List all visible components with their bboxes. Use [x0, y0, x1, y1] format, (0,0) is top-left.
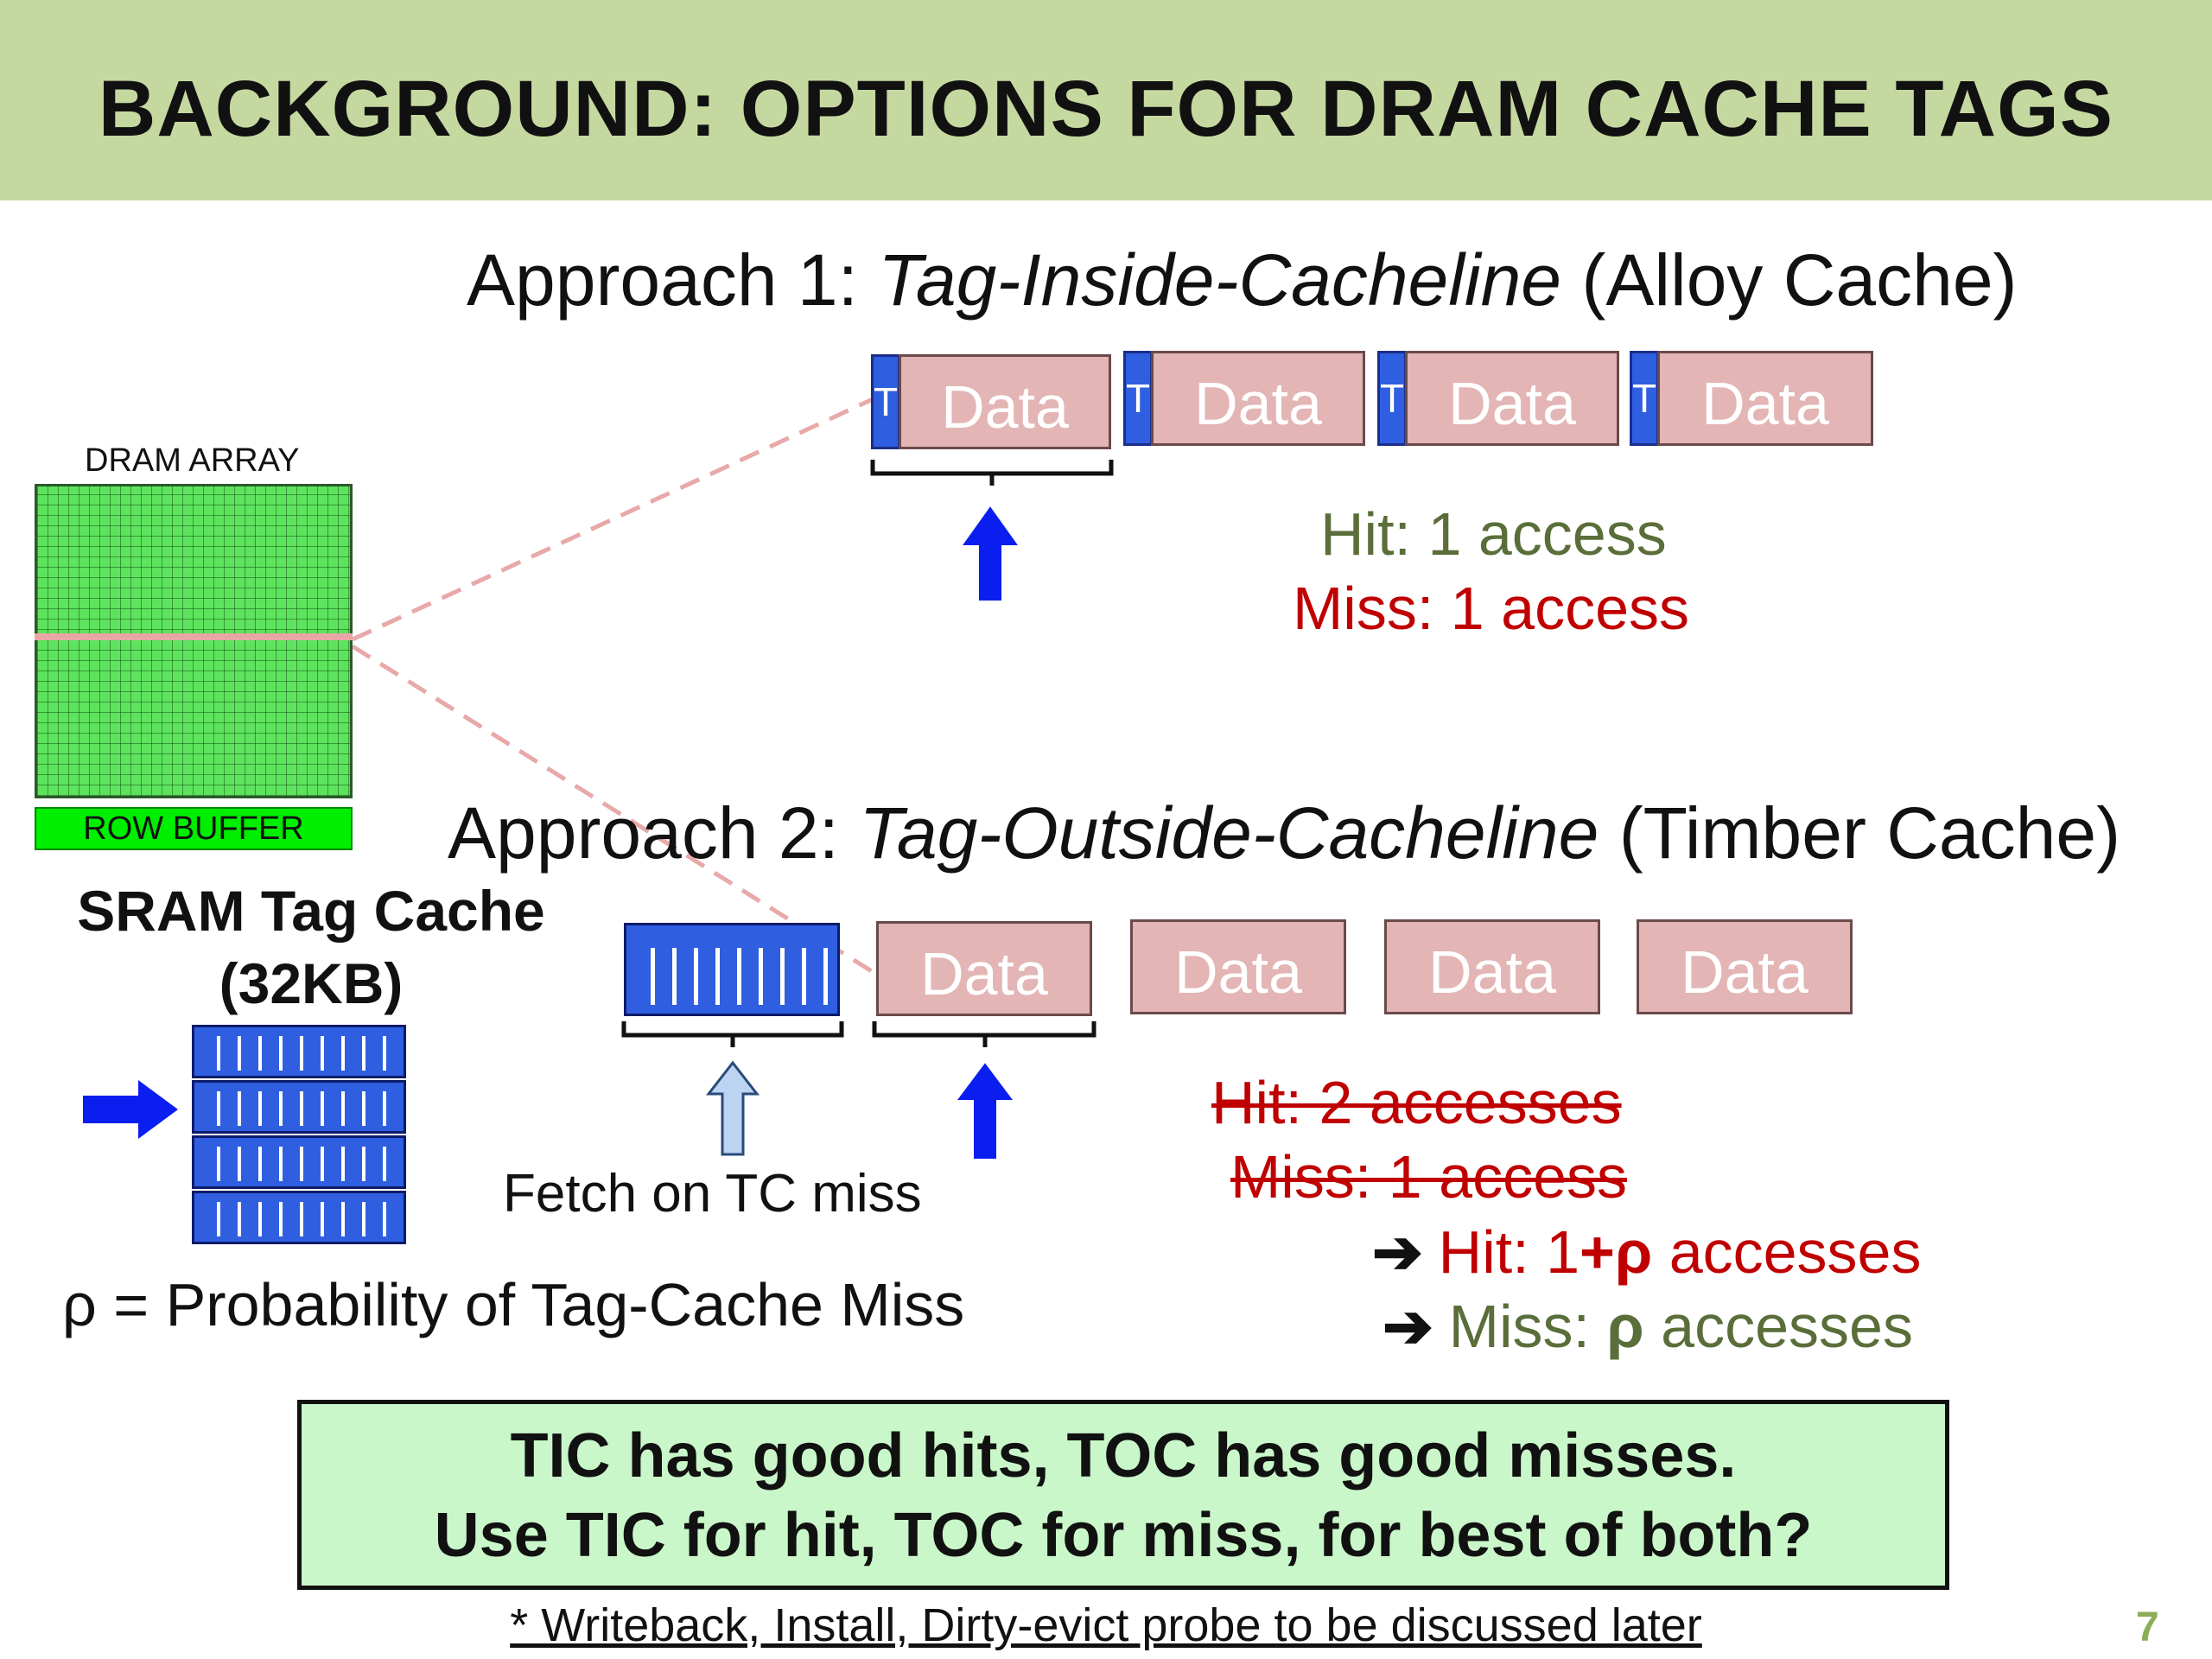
approach1-name: Tag-Inside-Cacheline — [878, 239, 1562, 321]
page-number: 7 — [2136, 1605, 2159, 1650]
connector-line-approach1 — [351, 397, 874, 642]
approach2-suffix: (Timber Cache) — [1599, 792, 2121, 874]
sram-tag-cache-label: SRAM Tag Cache (32KB) — [43, 874, 579, 1020]
tag-cell-2: T — [1123, 351, 1153, 446]
data-cell-approach1-4: Data — [1657, 351, 1873, 446]
approach2-hit-old-stat: Hit: 2 accesses — [1211, 1069, 1622, 1136]
miss-new-rho: ρ — [1606, 1293, 1644, 1360]
sram-tag-block-4 — [192, 1191, 406, 1244]
hit-new-rho: ρ — [1614, 1218, 1653, 1286]
approach2-heading: Approach 2: Tag-Outside-Cacheline (Timbe… — [448, 791, 2120, 875]
slide-title: BACKGROUND: OPTIONS FOR DRAM CACHE TAGS — [98, 65, 2114, 153]
approach1-suffix: (Alloy Cache) — [1561, 239, 2018, 321]
data-cell-approach1-2: Data — [1151, 351, 1365, 446]
approach2-prefix: Approach 2: — [448, 792, 860, 874]
approach2-hit-new-stat: ➔Hit: 1+ρ accesses — [1372, 1217, 1922, 1287]
data-cell-approach1-1: Data — [899, 354, 1111, 449]
sram-label-line1: SRAM Tag Cache — [77, 879, 545, 943]
implies-arrow-icon: ➔ — [1382, 1293, 1433, 1360]
approach2-miss-new-stat: ➔Miss: ρ accesses — [1382, 1291, 1913, 1362]
approach1-miss-stat: Miss: 1 access — [1293, 575, 1689, 642]
approach1-hit-stat: Hit: 1 access — [1320, 500, 1667, 568]
sram-tag-block-2 — [192, 1080, 406, 1134]
dram-array-label: DRAM ARRAY — [85, 442, 300, 479]
sram-label-line2: (32KB) — [219, 951, 404, 1015]
approach2-name: Tag-Outside-Cacheline — [859, 792, 1599, 874]
right-arrow-sram — [83, 1080, 178, 1139]
dram-array-grid — [35, 484, 353, 798]
data-cell-approach1-3: Data — [1405, 351, 1619, 446]
approach1-prefix: Approach 1: — [467, 239, 879, 321]
tag-cell-4: T — [1630, 351, 1659, 446]
footnote-text: * Writeback, Install, Dirty-evict probe … — [510, 1599, 1702, 1651]
tag-cell-1: T — [871, 354, 900, 449]
dram-active-row — [35, 633, 353, 640]
summary-box: TIC has good hits, TOC has good misses. … — [297, 1400, 1949, 1590]
data-cell-approach2-3: Data — [1384, 919, 1600, 1014]
title-bar — [0, 0, 2212, 200]
up-arrow-tag-fetch — [705, 1060, 760, 1156]
bracket-data-approach2 — [872, 1021, 1096, 1047]
miss-new-suffix: accesses — [1643, 1293, 1913, 1360]
data-cell-approach2-1: Data — [876, 921, 1092, 1016]
tag-store-block — [624, 923, 840, 1016]
approach1-heading: Approach 1: Tag-Inside-Cacheline (Alloy … — [467, 238, 2018, 322]
bracket-approach1 — [870, 460, 1114, 486]
rho-definition: ρ = Probability of Tag-Cache Miss — [62, 1271, 965, 1338]
sram-tag-block-1 — [192, 1025, 406, 1078]
row-buffer: ROW BUFFER — [35, 807, 353, 850]
summary-line-1: TIC has good hits, TOC has good misses. — [510, 1421, 1737, 1491]
fetch-on-tc-miss-label: Fetch on TC miss — [503, 1164, 922, 1224]
connector-line-approach2 — [351, 644, 876, 976]
hit-new-plus: + — [1580, 1218, 1615, 1286]
implies-arrow-icon: ➔ — [1372, 1218, 1423, 1286]
footnote: * Writeback, Install, Dirty-evict probe … — [0, 1599, 2212, 1652]
hit-new-suffix: accesses — [1652, 1218, 1922, 1286]
up-arrow-approach1 — [963, 506, 1018, 601]
approach2-miss-old-stat: Miss: 1 access — [1230, 1143, 1627, 1211]
miss-new-prefix: Miss: — [1448, 1293, 1607, 1360]
data-cell-approach2-4: Data — [1637, 919, 1853, 1014]
bracket-tag-store — [621, 1021, 844, 1047]
summary-line-2: Use TIC for hit, TOC for miss, for best … — [434, 1501, 1813, 1570]
sram-tag-block-3 — [192, 1135, 406, 1189]
tag-cell-3: T — [1377, 351, 1407, 446]
data-cell-approach2-2: Data — [1130, 919, 1346, 1014]
up-arrow-approach2 — [957, 1063, 1013, 1159]
hit-new-prefix: Hit: 1 — [1438, 1218, 1580, 1286]
